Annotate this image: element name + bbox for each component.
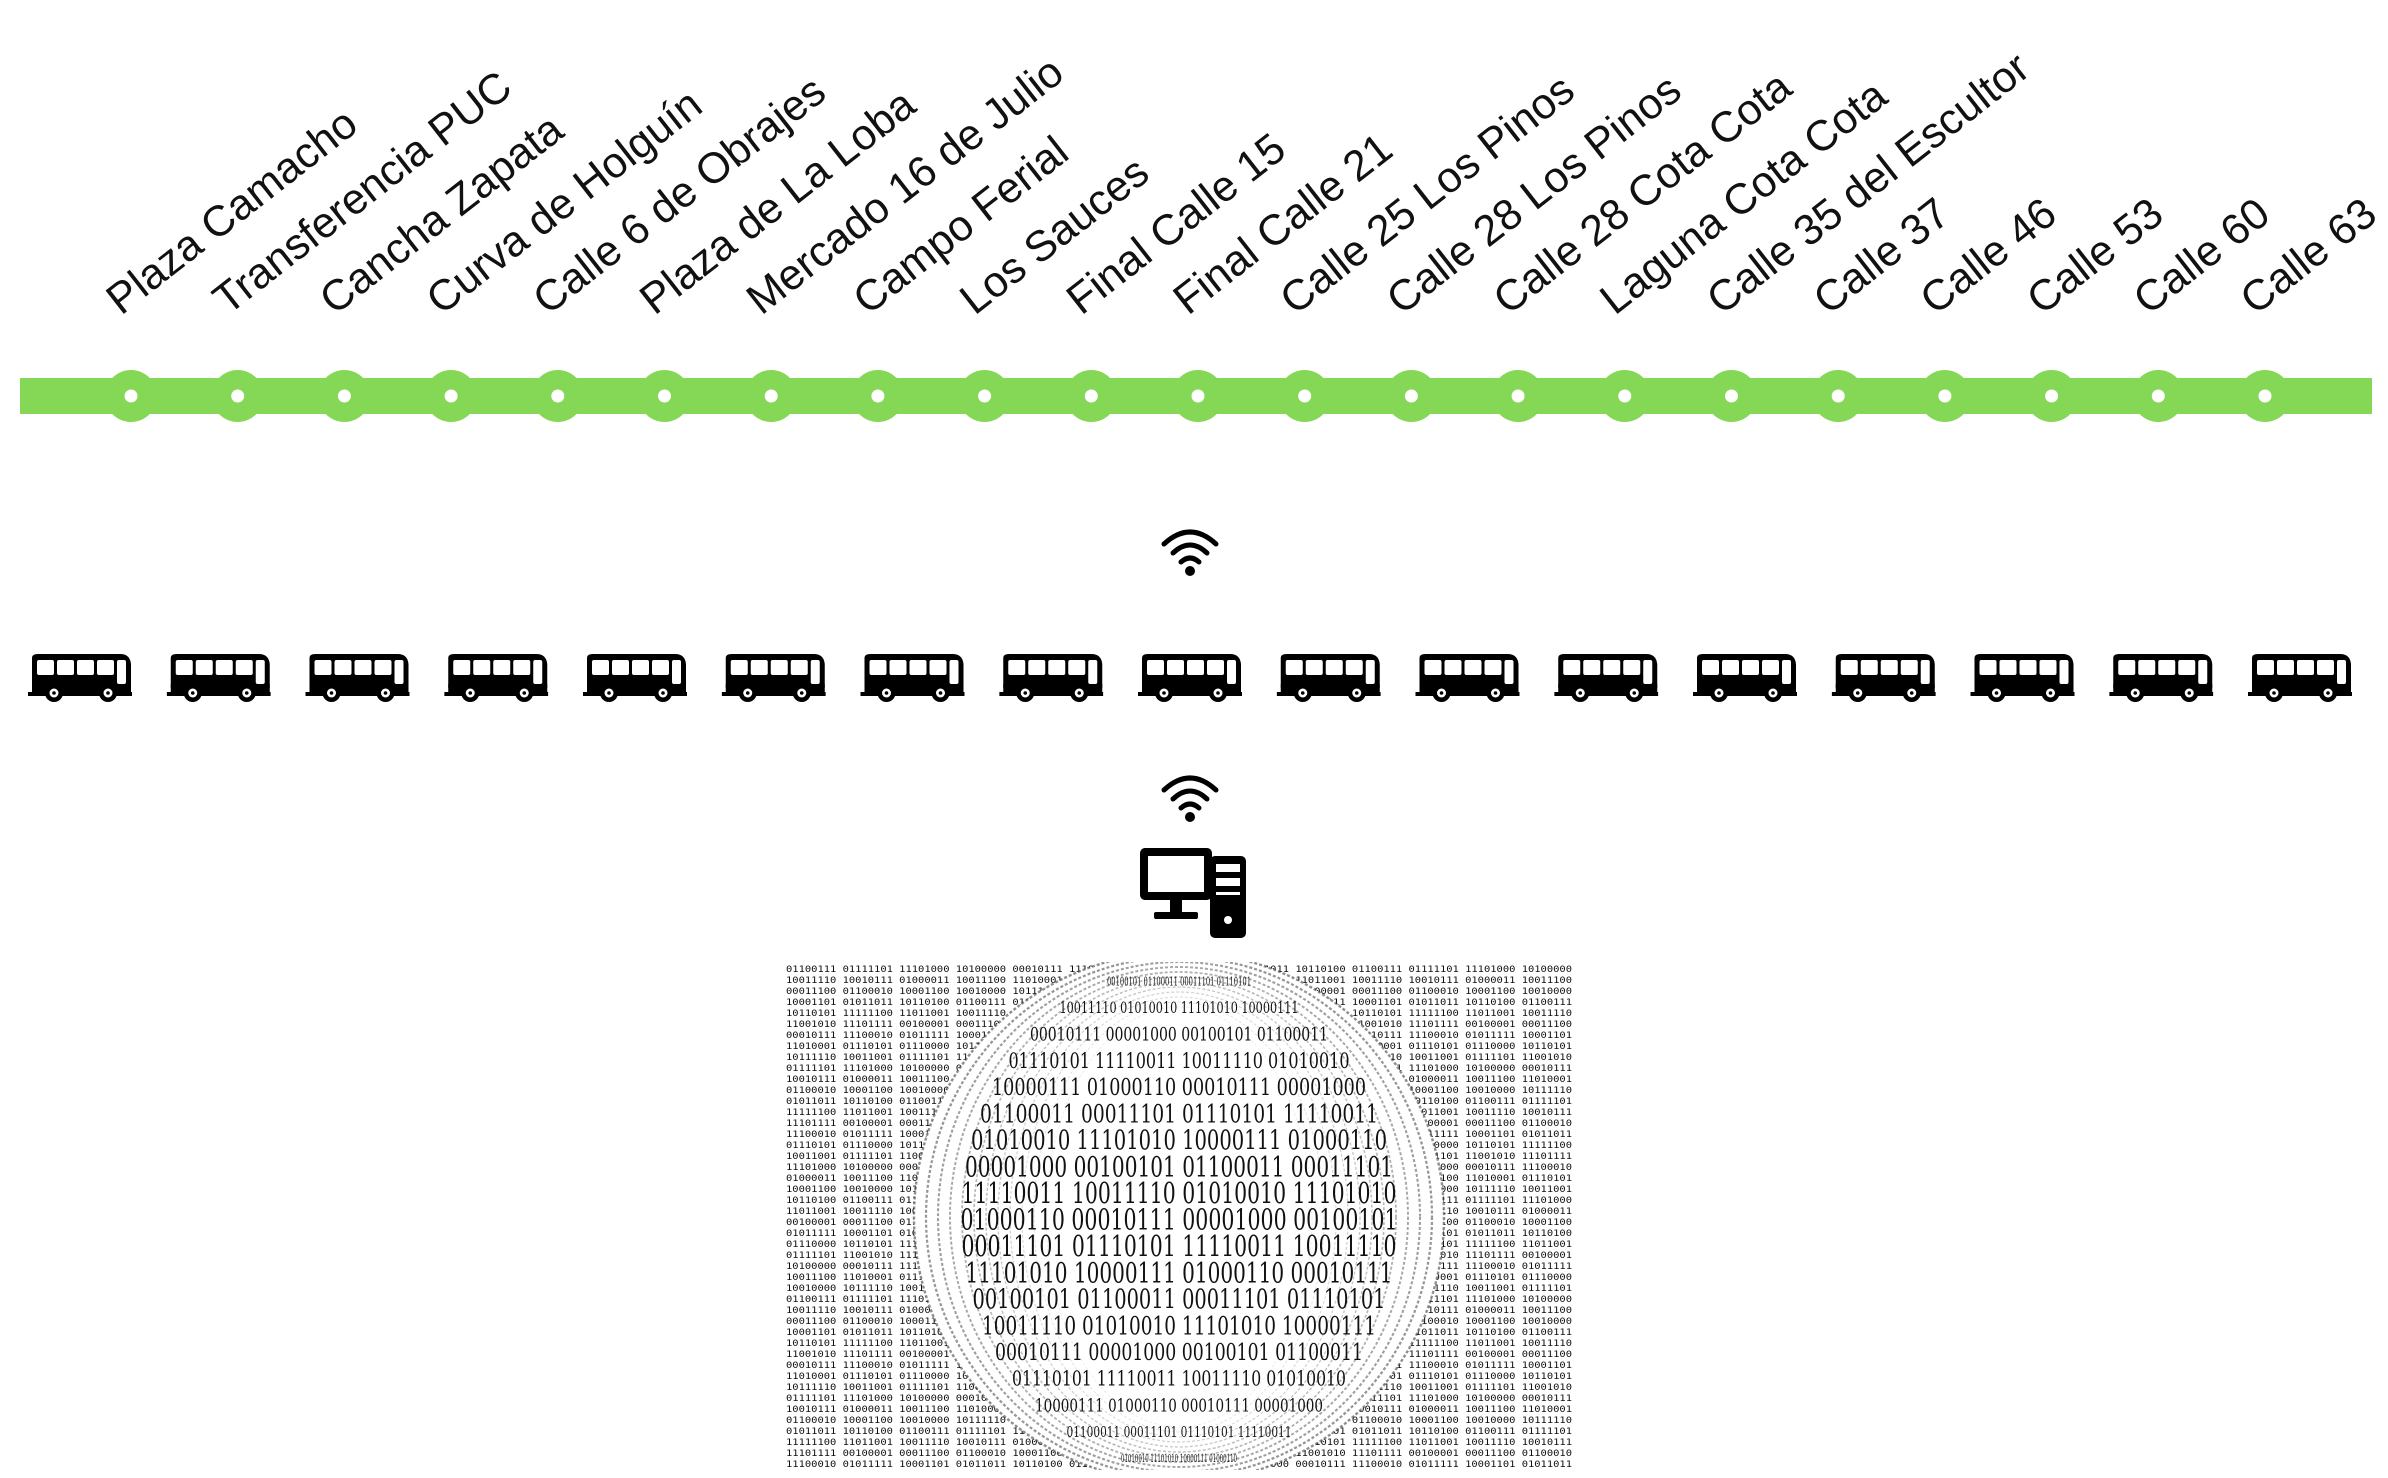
sphere-shading xyxy=(997,986,1361,1448)
desktop-computer-icon xyxy=(1140,848,1246,938)
binary-text-row: 01100011 00011101 01110101 11110011 xyxy=(1067,1423,1292,1441)
sphere-shading xyxy=(949,966,1409,1468)
binary-text-row: 00011101 01110101 11110011 10011110 xyxy=(962,1229,1397,1263)
stop-dot xyxy=(764,389,778,403)
binary-text-row: 00010111 00001000 00100101 01100011 xyxy=(1030,1024,1328,1045)
bus-icon xyxy=(1276,654,1381,702)
sphere-shading xyxy=(1045,1006,1313,1428)
bus-icon xyxy=(1693,654,1797,702)
bus-icon xyxy=(28,654,132,702)
binary-sphere-image: 01100111 01111101 11101000 10100000 0001… xyxy=(786,962,1572,1470)
binary-text-row: 00010111 00001000 00100101 01100011 xyxy=(995,1340,1363,1366)
binary-text-row: 10000111 01000110 00010111 00001000 xyxy=(992,1073,1366,1101)
sphere-shading xyxy=(961,971,1397,1463)
bus-icon xyxy=(583,654,687,702)
stop-dot xyxy=(124,389,138,403)
binary-text-row: 01010010 11101010 10000111 01000110 xyxy=(971,1125,1387,1156)
stop-dot xyxy=(1191,389,1205,403)
stop-dot xyxy=(231,389,245,403)
sphere-shading xyxy=(973,976,1385,1458)
binary-text-row: 01100011 00011101 01110101 11110011 xyxy=(980,1098,1378,1128)
binary-text-row: 01000110 00010111 00001000 00100101 xyxy=(961,1203,1398,1237)
stop-dot xyxy=(1084,389,1098,403)
stop-dot xyxy=(2258,389,2272,403)
bus-icon xyxy=(1970,654,2075,702)
stop-dot xyxy=(444,389,458,403)
sphere-shading xyxy=(1033,1001,1325,1433)
binary-text-row: 10011110 01010010 11101010 10000111 xyxy=(982,1311,1376,1340)
bus-icon xyxy=(2248,654,2352,702)
bus-icon xyxy=(860,654,965,702)
bus-icon xyxy=(1831,654,1936,702)
stop-dot xyxy=(1938,389,1952,403)
binary-text-row: 01010010 11101010 10000111 01000110 xyxy=(1121,1451,1237,1465)
bus-icon xyxy=(166,654,271,702)
stop-dot xyxy=(1831,389,1845,403)
sphere-shading xyxy=(912,962,1446,1470)
stop-dot xyxy=(1404,389,1418,403)
bus-icon xyxy=(1415,654,1520,702)
sphere-shading xyxy=(937,962,1421,1470)
stop-dot xyxy=(1618,389,1632,403)
sphere-shading xyxy=(1021,996,1337,1438)
bus-icon xyxy=(2109,654,2214,702)
binary-text-row: 10000111 01000110 00010111 00001000 xyxy=(1035,1395,1323,1416)
binary-text-row: 00100101 01100011 00011101 01110101 xyxy=(973,1284,1386,1315)
binary-text-row: 00100101 01100011 00011101 01110101 xyxy=(1107,974,1251,988)
stop-dot xyxy=(551,389,565,403)
binary-text-row: 11101010 10000111 01000110 00010111 xyxy=(966,1256,1393,1289)
stop-dot xyxy=(337,389,351,403)
stop-dot xyxy=(1725,389,1738,403)
bus-icon xyxy=(999,654,1104,702)
stop-dot xyxy=(1298,389,1312,403)
wifi-icon xyxy=(1164,532,1216,576)
bus-fleet xyxy=(28,654,2352,702)
binary-text-row: 10011110 01010010 11101010 10000111 xyxy=(1060,999,1299,1017)
stop-dot xyxy=(658,389,671,403)
sphere-shading xyxy=(1009,991,1349,1443)
bus-icon xyxy=(305,654,410,702)
stop-dot xyxy=(2151,389,2165,403)
bus-icon xyxy=(1554,654,1659,702)
wifi-icon xyxy=(1164,778,1216,822)
stop-dot xyxy=(1511,389,1525,403)
binary-text-row: 11110011 10011110 01010010 11101010 xyxy=(962,1176,1397,1210)
bus-icon xyxy=(1138,654,1242,702)
binary-text-row: 01110101 11110011 10011110 01010010 xyxy=(1009,1049,1350,1073)
sphere-shading xyxy=(985,981,1373,1453)
stop-dot xyxy=(2045,389,2059,403)
bus-icon xyxy=(721,654,826,702)
bus-icon xyxy=(444,654,549,702)
binary-text-row: 00001000 00100101 01100011 00011101 xyxy=(965,1150,1393,1183)
stop-dot xyxy=(871,389,885,403)
binary-text-row: 01110101 11110011 10011110 01010010 xyxy=(1012,1367,1346,1391)
sphere-shading xyxy=(924,962,1434,1470)
stop-dot xyxy=(978,389,992,403)
